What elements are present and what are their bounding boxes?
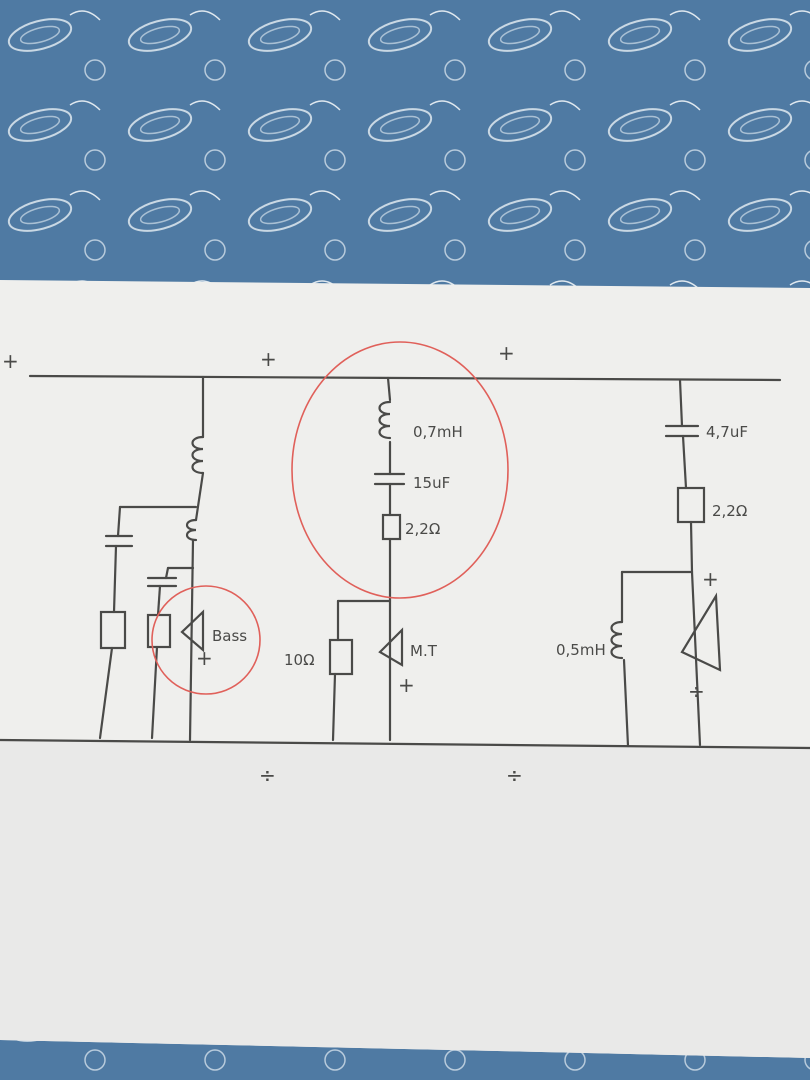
- mid-capacitor-label: 15uF: [413, 474, 450, 492]
- tweeter-branch: 4,7uF 2,2Ω 0,5mH + ÷: [556, 378, 748, 748]
- bass-inductor-2: [185, 518, 198, 542]
- rail-plus-mid: +: [260, 347, 277, 371]
- paper-fold-shadow: [0, 740, 810, 1058]
- mid-inductor: [378, 400, 392, 440]
- mid-resistor: [381, 513, 402, 541]
- mid-parallel-resistor: [328, 638, 354, 676]
- red-highlight-mid: [291, 341, 509, 599]
- tweeter-inductor-label: 0,5mH: [556, 641, 606, 659]
- bass-speaker-label: Bass: [212, 627, 247, 645]
- bass-resistor-2: [146, 613, 172, 649]
- mid-inductor-label: 0,7mH: [413, 423, 463, 441]
- red-highlight-bass: [151, 585, 261, 695]
- mid-plus-sign: +: [398, 673, 415, 697]
- bass-branch: Bass +: [98, 375, 261, 742]
- positive-rail: [28, 374, 782, 382]
- negative-rail: [0, 738, 810, 750]
- tweeter-inductor: [610, 620, 624, 660]
- mid-resistor-label: 2,2Ω: [405, 520, 440, 538]
- bass-speaker-icon: [180, 609, 205, 653]
- tweeter-capacitor-label: 4,7uF: [706, 423, 748, 441]
- rail-plus-right: +: [498, 341, 515, 365]
- rail-minus-right: ÷: [506, 763, 523, 787]
- bass-plus-sign: +: [196, 646, 213, 670]
- tweeter-minus-sign: ÷: [688, 679, 705, 703]
- tweeter-resistor-label: 2,2Ω: [712, 502, 747, 520]
- rail-minus-left: ÷: [259, 763, 276, 787]
- mid-parallel-resistor-label: 10Ω: [284, 651, 315, 669]
- rail-plus-left: +: [2, 349, 19, 373]
- mid-branch: 0,7mH 15uF 2,2Ω 10Ω M.T +: [284, 341, 509, 742]
- tweeter-plus-sign: +: [702, 567, 719, 591]
- mid-speaker-label: M.T: [410, 642, 438, 660]
- mid-speaker-icon: [378, 627, 404, 667]
- bass-inductor-1: [191, 435, 205, 475]
- tweeter-speaker-icon: [680, 592, 722, 672]
